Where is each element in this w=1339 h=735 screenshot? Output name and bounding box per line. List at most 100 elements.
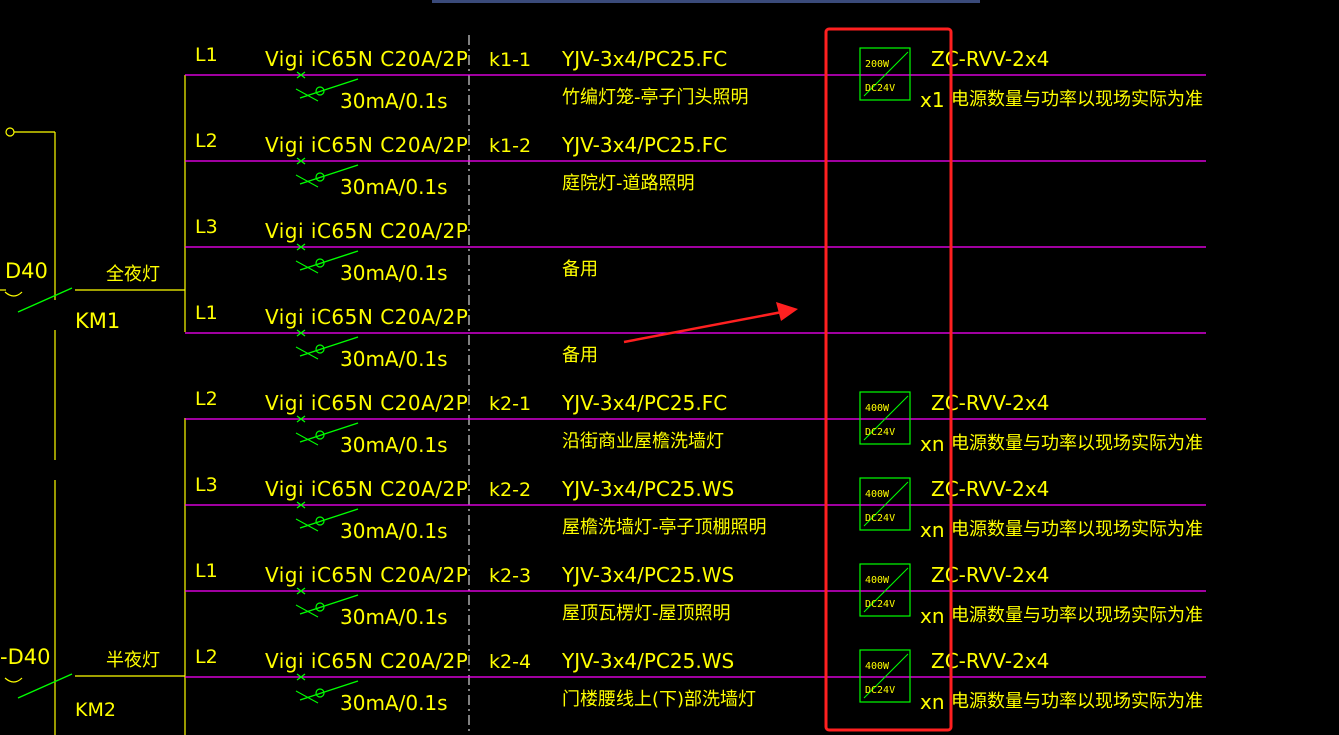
psu-voltage: DC24V [865, 599, 895, 610]
circuit-load: 屋顶瓦楞灯-屋顶照明 [562, 603, 731, 624]
breaker-contact-icon [315, 172, 325, 182]
circuit-id: k1-2 [489, 135, 531, 157]
circuit-rcd-rating: 30mA/0.1s [340, 691, 448, 715]
breaker-rcd-link [295, 518, 319, 532]
contactor-km1-arc [4, 291, 23, 297]
circuit-cable: YJV-3x4/PC25.FC [561, 391, 727, 415]
circuit-phase: L1 [195, 560, 218, 582]
circuit-rcd-rating: 30mA/0.1s [340, 433, 448, 457]
breaker-rcd-link [295, 88, 319, 102]
circuit-load: 备用 [562, 345, 598, 366]
circuit-phase: L2 [195, 130, 218, 152]
psu-quantity: xn [920, 432, 945, 456]
breaker-blade [299, 594, 359, 615]
circuit-phase: L2 [195, 388, 218, 410]
psu-quantity: xn [920, 604, 945, 628]
breaker-blade [299, 336, 359, 357]
psu-power: 400W [865, 661, 890, 672]
annotation-arrow [623, 302, 798, 344]
psu-cable: ZC-RVV-2x4 [931, 477, 1049, 501]
circuit-load: 庭院灯-道路照明 [562, 173, 695, 194]
circuit-breaker-model: Vigi iC65N C20A/2P [265, 133, 468, 157]
circuit-breaker-model: Vigi iC65N C20A/2P [265, 47, 468, 71]
left-feeder [5, 75, 186, 735]
psu-quantity: xn [920, 518, 945, 542]
psu-box-icon [859, 391, 911, 445]
annotation-highlight-box [824, 27, 953, 732]
annotation-arrow-head [776, 302, 798, 321]
circuit-load: 备用 [562, 259, 598, 280]
breaker-rcd-link [295, 260, 319, 274]
contactor-km1: D40 全夜灯 KM1 [0, 259, 160, 333]
contactor-km1-mode: 全夜灯 [106, 264, 160, 285]
circuit-cable: YJV-3x4/PC25.FC [561, 133, 727, 157]
circuit-breaker-model: Vigi iC65N C20A/2P [265, 305, 468, 329]
breaker-rcd-link [295, 690, 319, 704]
psu-diagonal [863, 51, 909, 97]
circuit-breaker-model: Vigi iC65N C20A/2P [265, 649, 468, 673]
psu-note: 电源数量与功率以现场实际为准 [951, 605, 1203, 626]
breaker-cross-icon [296, 329, 306, 337]
breaker-contact-icon [315, 344, 325, 354]
breaker-blade [299, 78, 359, 99]
contactor-km1-rating: D40 [5, 259, 48, 283]
breaker-contact-icon [315, 602, 325, 612]
circuit-cable: YJV-3x4/PC25.WS [561, 477, 734, 501]
annotation-arrow-shaft [623, 310, 783, 344]
circuit-phase: L2 [195, 646, 218, 668]
contactor-km2: -D40 半夜灯 KM2 [0, 645, 160, 721]
breaker-contact-icon [315, 688, 325, 698]
psu-voltage: DC24V [865, 427, 895, 438]
breaker-rcd-link [295, 604, 319, 618]
psu-quantity: xn [920, 690, 945, 714]
breaker-contact-icon [315, 86, 325, 96]
contactor-km1-id: KM1 [75, 309, 120, 333]
circuit-rcd-rating: 30mA/0.1s [340, 519, 448, 543]
breaker-cross-icon [296, 673, 306, 681]
circuit-rcd-rating: 30mA/0.1s [340, 89, 448, 113]
psu-power: 400W [865, 403, 890, 414]
breaker-cross-icon [296, 501, 306, 509]
breaker-contact-icon [315, 516, 325, 526]
breaker-blade [299, 164, 359, 185]
contactor-km2-blade [17, 673, 73, 699]
psu-power: 200W [865, 59, 890, 70]
breaker-cross-icon [296, 71, 306, 79]
contactor-km2-mode: 半夜灯 [106, 650, 160, 671]
breaker-contact-icon [315, 258, 325, 268]
psu-power: 400W [865, 489, 890, 500]
circuit-breaker-model: Vigi iC65N C20A/2P [265, 219, 468, 243]
psu-cable: ZC-RVV-2x4 [931, 47, 1049, 71]
circuit-load: 竹编灯笼-亭子门头照明 [562, 87, 749, 108]
circuit-breaker-model: Vigi iC65N C20A/2P [265, 477, 468, 501]
psu-diagonal [863, 481, 909, 527]
breaker-cross-icon [296, 415, 306, 423]
breaker-blade [299, 422, 359, 443]
psu-voltage: DC24V [865, 513, 895, 524]
psu-voltage: DC24V [865, 83, 895, 94]
circuit-load: 屋檐洗墙灯-亭子顶棚照明 [562, 517, 767, 538]
circuit-cable: YJV-3x4/PC25.WS [561, 649, 734, 673]
top-toolbar-strip [432, 0, 980, 3]
psu-diagonal [863, 395, 909, 441]
psu-voltage: DC24V [865, 685, 895, 696]
circuit-phase: L1 [195, 302, 218, 324]
psu-quantity: x1 [920, 88, 945, 112]
circuit-id: k2-2 [489, 479, 531, 501]
psu-cable: ZC-RVV-2x4 [931, 391, 1049, 415]
psu-box-icon [859, 47, 911, 101]
psu-box-icon [859, 563, 911, 617]
contactor-km2-arc [4, 677, 23, 683]
circuit-id: k2-4 [489, 651, 531, 673]
psu-note: 电源数量与功率以现场实际为准 [951, 691, 1203, 712]
circuit-rcd-rating: 30mA/0.1s [340, 347, 448, 371]
breaker-rcd-link [295, 174, 319, 188]
circuit-phase: L3 [195, 216, 218, 238]
circuit-load: 沿街商业屋檐洗墙灯 [562, 431, 724, 452]
contactor-km2-rating: -D40 [0, 645, 50, 669]
